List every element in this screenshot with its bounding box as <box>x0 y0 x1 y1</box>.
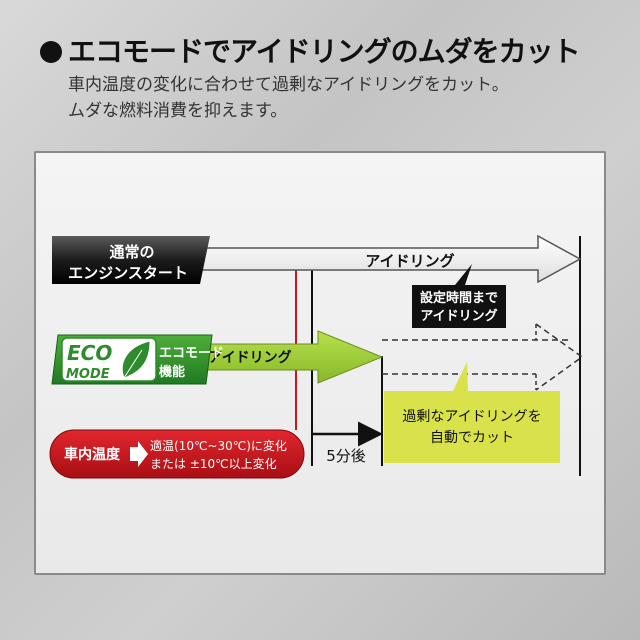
description-line-1: 車内温度の変化に合わせて過剰なアイドリングをカット。 <box>68 75 509 95</box>
right-arrow-icon <box>130 441 148 467</box>
normal-idling-arrow <box>199 234 582 284</box>
auto-cut-callout <box>384 362 560 463</box>
five-minute-label: 5分後 <box>326 447 366 465</box>
dashed-arrow-head <box>535 323 584 391</box>
leaf-icon <box>121 340 151 379</box>
cabin-temp-pill <box>49 429 305 479</box>
auto-cut-line1: 過剰なアイドリングを <box>402 409 541 425</box>
ecomode-label: エコモード <box>159 346 224 361</box>
mode-logo-text: MODE <box>66 367 110 382</box>
auto-cut-line2: 自動でカット <box>430 430 514 446</box>
heading-text: エコモードでアイドリングのムダをカット <box>68 35 581 68</box>
set-time-callout <box>412 264 506 328</box>
description: 車内温度の変化に合わせて過剰なアイドリングをカット。 ムダな燃料消費を抑えます。 <box>68 72 608 124</box>
page-heading: エコモードでアイドリングのムダをカット <box>40 30 620 70</box>
set-time-line2: アイドリング <box>420 308 497 324</box>
eco-idling-label: アイドリング <box>208 349 291 366</box>
description-line-2: ムダな燃料消費を抑えます。 <box>68 101 288 121</box>
temp-condition-line2: または ±10℃以上変化 <box>150 456 277 471</box>
normal-idling-label: アイドリング <box>365 252 454 270</box>
cabin-temp-label: 車内温度 <box>64 446 121 463</box>
eco-logo-text: ECO <box>67 341 112 365</box>
function-label: 機能 <box>159 364 185 380</box>
normal-start-line1: 通常の <box>109 243 154 261</box>
temp-condition-line1: 適温(10℃~30℃)に変化 <box>150 438 287 453</box>
normal-start-tab <box>52 236 210 284</box>
set-time-line1: 設定時間まで <box>420 290 498 306</box>
normal-start-line2: エンジンスタート <box>68 264 188 282</box>
bullet-icon <box>40 41 62 63</box>
eco-idling-arrow <box>199 330 384 384</box>
